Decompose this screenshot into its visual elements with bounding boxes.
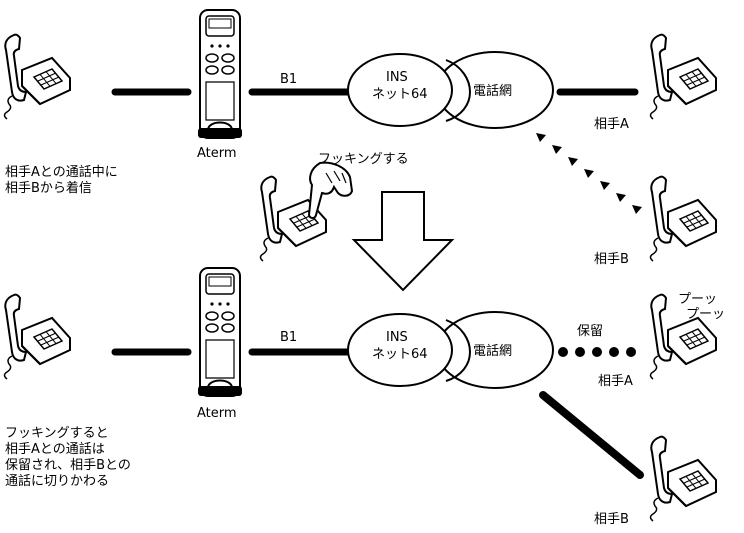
party-b-bottom-phone-icon [651, 437, 717, 521]
party-b-phone-icon [651, 177, 717, 261]
telephone-network-label-bottom: 電話網 [473, 344, 512, 360]
hold-tone-line2: プーッ [686, 307, 725, 323]
party-b-label: 相手B [594, 252, 629, 268]
ins-net-label: ネット64 [372, 87, 428, 103]
hand-icon [309, 163, 352, 218]
hooking-action-label: フッキングする [318, 152, 409, 168]
line-net-to-party-b [543, 395, 640, 475]
my-phone-bottom-icon [5, 295, 71, 379]
hold-label: 保留 [577, 324, 603, 340]
party-a-label: 相手A [594, 117, 629, 133]
ins-net-label-bottom: ネット64 [372, 347, 428, 363]
channel-label: B1 [280, 72, 297, 88]
aterm-router-icon [198, 10, 242, 138]
party-b-label-bottom: 相手B [594, 512, 629, 528]
bottom-note: フッキングすると 相手Aとの通話は 保留され、相手Bとの 通話に切りかわる [5, 426, 131, 490]
party-a-phone-icon [651, 35, 717, 119]
telephone-network-label: 電話網 [473, 84, 512, 100]
my-phone-icon [5, 35, 71, 119]
channel-label-bottom: B1 [280, 330, 297, 346]
router-label-bottom: Aterm [197, 406, 237, 422]
router-label: Aterm [197, 146, 237, 162]
aterm-router-bottom-icon [198, 268, 242, 396]
ins-label-bottom: INS [386, 330, 408, 346]
party-a-label-bottom: 相手A [598, 374, 633, 390]
down-arrow-icon [354, 192, 452, 290]
ins-label: INS [386, 70, 408, 86]
incoming-call-arrows [536, 133, 642, 214]
hold-tone-line1: プーッ [678, 292, 717, 308]
hold-dots [558, 347, 636, 357]
top-note: 相手Aとの通話中に 相手Bから着信 [5, 165, 118, 197]
